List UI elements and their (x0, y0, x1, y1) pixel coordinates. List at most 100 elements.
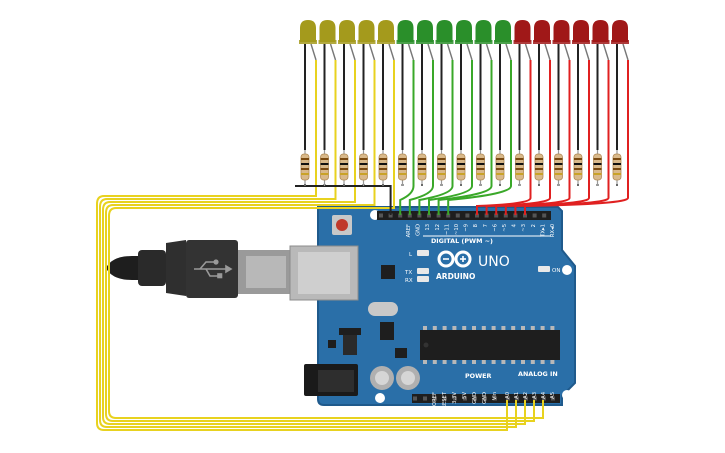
led-rim (611, 40, 629, 44)
resistor-band (593, 168, 602, 170)
led-rim (455, 40, 473, 44)
chip-pin (540, 326, 545, 330)
led-rim (396, 40, 415, 44)
resistor-band (515, 173, 524, 175)
led-rim (552, 40, 571, 44)
chip-pin (481, 360, 486, 364)
resistor-body (417, 153, 427, 181)
led-dome (417, 20, 433, 42)
resistor-band (320, 173, 329, 175)
led-yellow (357, 20, 376, 44)
resistor-body (320, 153, 329, 181)
header-pin (475, 213, 479, 218)
header-pin (417, 213, 422, 218)
resistor-body (593, 153, 602, 181)
resistor-body (495, 153, 505, 181)
led-rim (357, 40, 376, 44)
header-pin (407, 213, 412, 218)
header-pin (388, 213, 393, 218)
chip-pin (452, 360, 457, 364)
header-pin (446, 213, 451, 218)
top-header-label: ~11 (444, 224, 450, 235)
green-signal-wire (437, 150, 493, 215)
resistor-body (456, 153, 466, 181)
led-tx (417, 268, 429, 274)
chip-pin (442, 360, 447, 364)
green-signal-wire (408, 150, 434, 215)
resistor-band (457, 158, 465, 160)
resistor-band (301, 168, 309, 170)
resistor-band (398, 168, 407, 170)
resistor-band (496, 163, 504, 165)
led-green (474, 20, 493, 44)
led-anode-leg (368, 43, 376, 61)
resistor-band (476, 168, 485, 170)
digital-pwm-label: DIGITAL (PWM ~) (431, 237, 493, 245)
led-rim (474, 40, 493, 44)
resistor-band (476, 158, 485, 160)
red-signal-wire (504, 150, 590, 215)
resistor-band (496, 168, 504, 170)
top-header-label: 12 (435, 224, 441, 231)
chip-pin (540, 360, 545, 364)
power-label: POWER (465, 372, 492, 380)
led-green (494, 20, 512, 44)
chip-pin (501, 360, 506, 364)
resistor-band (515, 168, 524, 170)
red-signal-wire (476, 150, 532, 215)
voltage-regulator (343, 333, 357, 355)
led-rim (533, 40, 551, 44)
header-pin (551, 396, 555, 401)
analog-header (504, 394, 560, 403)
power-header-label: GND (472, 392, 478, 404)
arduino-logo-icon (437, 250, 472, 268)
top-header-label: TX▸1 (540, 224, 546, 238)
resistor-band (574, 163, 582, 165)
header-pin (398, 213, 403, 218)
analog-header-label: A4 (541, 391, 547, 399)
led-anode-leg (349, 43, 356, 61)
resistor-band (359, 158, 368, 160)
yellow-signal-wire (105, 150, 535, 422)
led-anode-leg (407, 43, 415, 61)
led-tx-label: TX (404, 270, 412, 276)
red-signal-wire (524, 150, 629, 215)
analog-header-label: A3 (532, 392, 538, 399)
resistor-body (573, 153, 583, 181)
resistor-band (418, 163, 426, 165)
reset-button[interactable] (332, 215, 352, 235)
led-yellow (377, 20, 395, 44)
resistor-body (339, 153, 349, 181)
top-header-label: 2 (531, 224, 537, 227)
header-pin (465, 213, 470, 218)
resistor-band (301, 163, 309, 165)
led-rim (513, 40, 532, 44)
header-pin (542, 213, 547, 218)
led-dome (358, 20, 375, 42)
power-header (412, 394, 508, 403)
led-anode-leg (310, 43, 317, 61)
resistor-band (301, 173, 309, 175)
chip-pin (521, 360, 525, 364)
resistor-band (613, 158, 621, 160)
mounting-hole (562, 390, 572, 400)
top-header-label: 7 (483, 224, 489, 227)
header-pin (503, 213, 508, 218)
header-pin (532, 213, 537, 218)
resistor-band (613, 168, 621, 170)
resistor-band (496, 158, 504, 160)
led-yellow (338, 20, 356, 44)
resistor-band (574, 168, 582, 170)
top-header-label: ~10 (454, 224, 460, 235)
chip-pin (432, 326, 437, 330)
led-red (533, 20, 551, 44)
led-anode-leg (505, 43, 512, 61)
resistor-band (320, 168, 329, 170)
power-header-label: Vin (492, 392, 498, 400)
header-pin (542, 396, 546, 401)
leds (299, 20, 629, 44)
led-anode-leg (427, 43, 434, 61)
analog-in-label: ANALOG IN (518, 370, 558, 378)
